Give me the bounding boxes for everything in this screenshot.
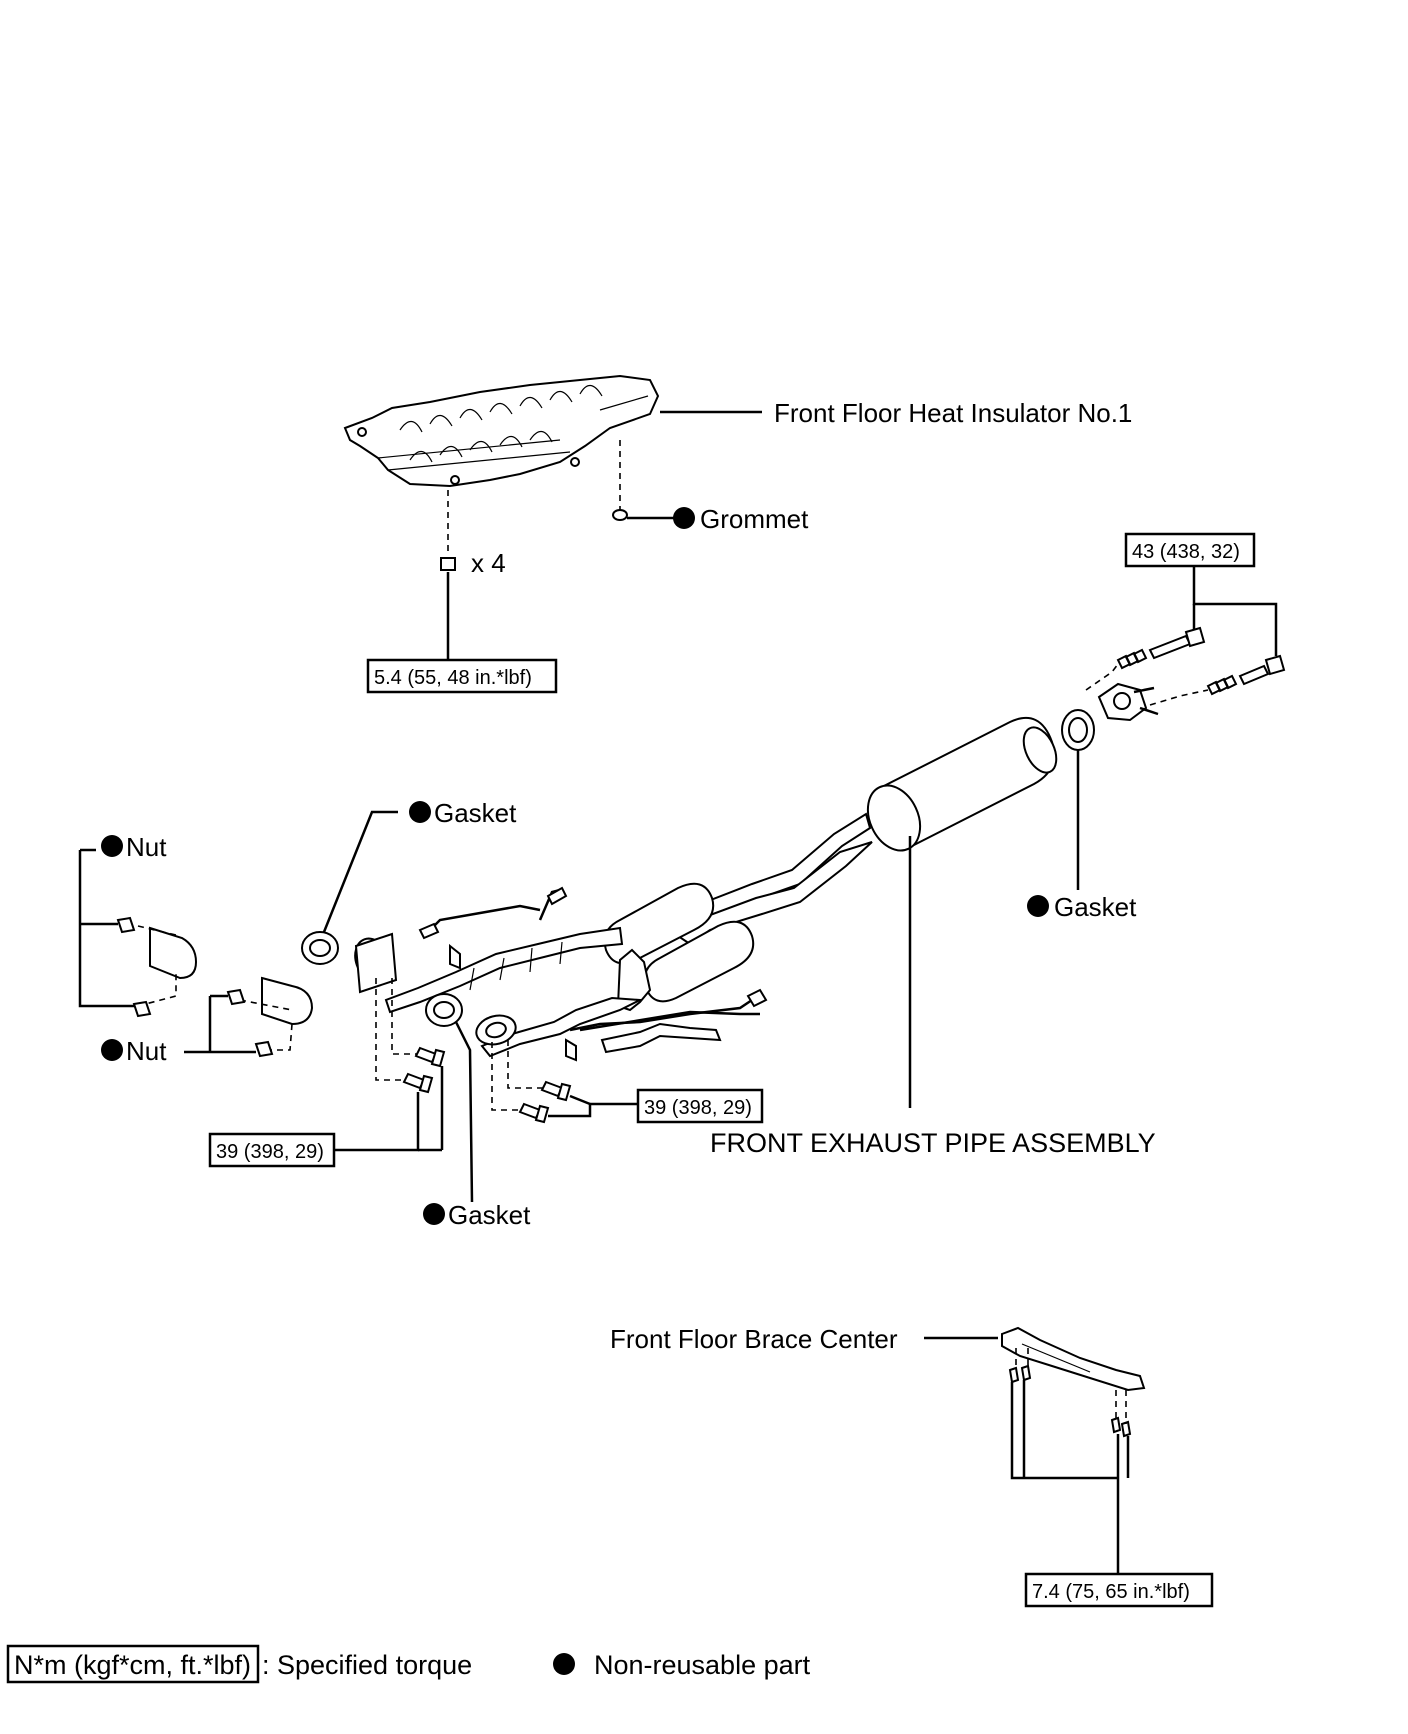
svg-text:7.4 (75, 65 in.*lbf): 7.4 (75, 65 in.*lbf) [1032,1581,1190,1603]
gasket-top-label: Gasket [434,798,517,828]
assembly-label: FRONT EXHAUST PIPE ASSEMBLY [710,1128,1156,1158]
legend: N*m (kgf*cm, ft.*lbf) : Specified torque… [6,1644,811,1684]
grommet-part [612,509,628,521]
non-reusable-dot-nut-bottom [101,1039,123,1061]
left-lower-bracket [226,976,314,1058]
heat-insulator [343,374,660,488]
insulator-label: Front Floor Heat Insulator No.1 [774,398,1132,428]
svg-text:N*m (kgf*cm, ft.*lbf): N*m (kgf*cm, ft.*lbf) [14,1650,251,1680]
front-exhaust-pipe-assembly [354,717,1058,1062]
front-floor-brace [1001,1326,1146,1438]
non-reusable-dot-gasket-right [1027,895,1049,917]
nut-bottom-label: Nut [126,1036,167,1066]
insulator-nut [440,557,456,571]
tail-flange-group [1085,626,1286,722]
legend-nonreusable-desc: Non-reusable part [594,1650,811,1680]
svg-text:39 (398, 29): 39 (398, 29) [644,1097,752,1119]
non-reusable-dot-nut-top [101,835,123,857]
legend-torque-box [6,1644,260,1684]
left-upper-bracket [116,916,198,1018]
nut-top-label: Nut [126,832,167,862]
torque-box-left-flange [208,1132,336,1168]
torque-box-insulator [366,658,558,694]
legend-non-reusable-dot [553,1653,575,1675]
gasket-right-label: Gasket [1054,892,1137,922]
x4-label: x 4 [471,548,506,578]
svg-text:5.4 (55, 48 in.*lbf): 5.4 (55, 48 in.*lbf) [374,667,532,689]
legend-torque-desc: : Specified torque [262,1650,472,1680]
torque-box-brace [1024,1572,1214,1608]
brace-label: Front Floor Brace Center [610,1324,898,1354]
svg-text:43 (438, 32): 43 (438, 32) [1132,541,1240,563]
torque-box-right-flange [636,1088,764,1124]
gasket-bottom-label: Gasket [448,1200,531,1230]
grommet-label: Grommet [700,504,809,534]
torque-box-tail-flange [1124,532,1256,568]
non-reusable-dot-gasket-top [409,801,431,823]
non-reusable-dot-grommet [673,507,695,529]
svg-text:39 (398, 29): 39 (398, 29) [216,1141,324,1163]
non-reusable-dot-gasket-bottom [423,1203,445,1225]
